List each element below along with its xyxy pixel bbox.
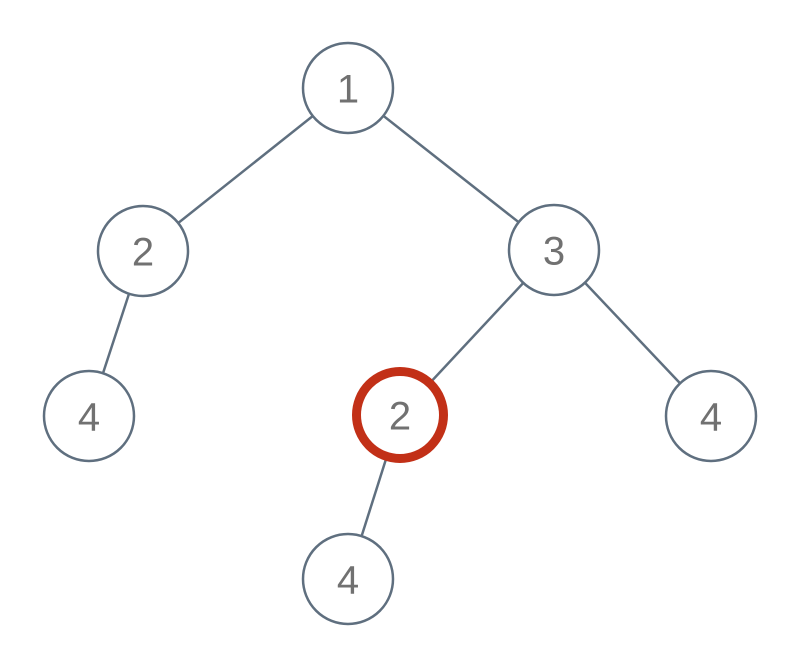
tree-node-right-right: 4 [664, 369, 758, 463]
node-label: 2 [132, 231, 154, 275]
node-label: 2 [389, 395, 411, 439]
tree-node-left-left: 4 [42, 369, 136, 463]
node-label: 4 [337, 559, 359, 603]
node-label: 1 [337, 68, 359, 112]
node-circle [507, 203, 601, 297]
tree-node-right-left-left: 4 [301, 532, 395, 626]
tree-node-right-left: 2 [352, 367, 448, 463]
node-label: 4 [78, 396, 100, 440]
node-circle [301, 41, 395, 135]
node-circle [96, 204, 190, 298]
node-label: 3 [543, 230, 565, 274]
node-label: 4 [700, 396, 722, 440]
tree-node-right: 3 [507, 203, 601, 297]
tree-node-left: 2 [96, 204, 190, 298]
tree-node-root: 1 [301, 41, 395, 135]
node-circle [301, 532, 395, 626]
node-circle [664, 369, 758, 463]
node-circle [42, 369, 136, 463]
node-highlight-ring [352, 367, 448, 463]
